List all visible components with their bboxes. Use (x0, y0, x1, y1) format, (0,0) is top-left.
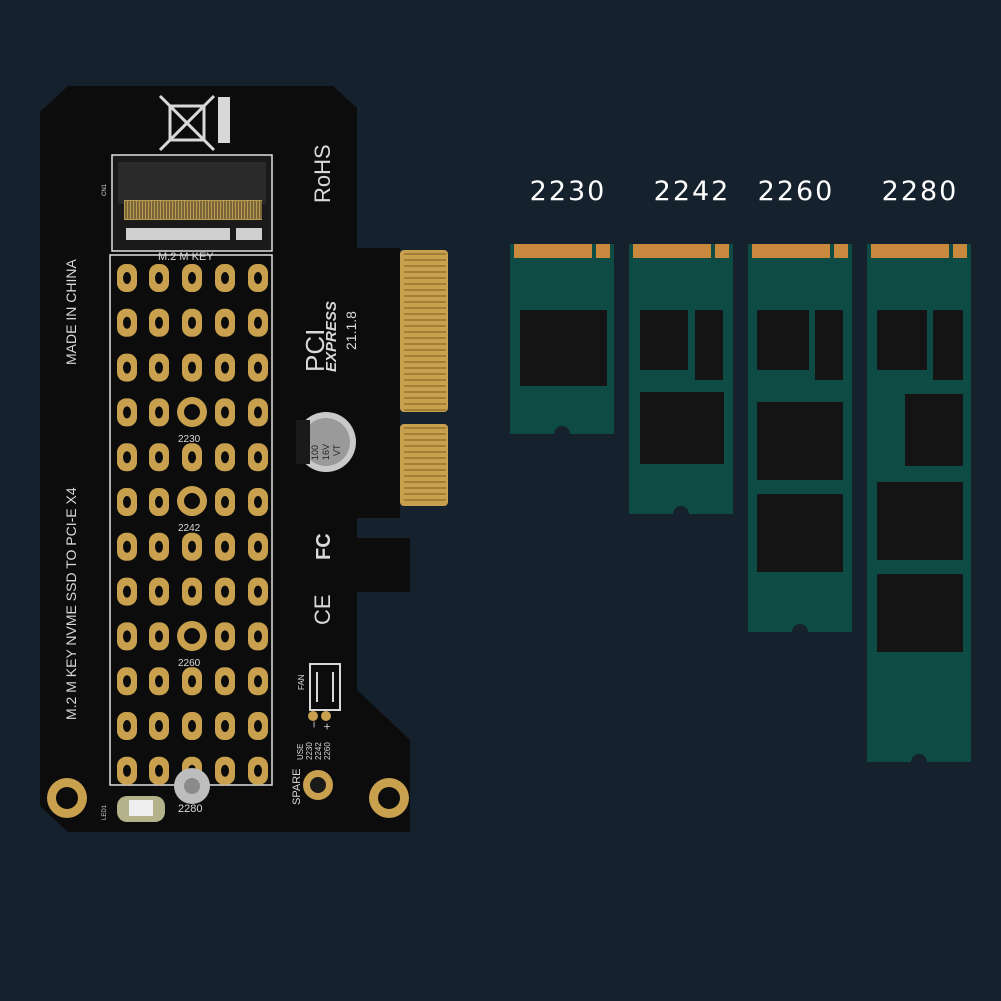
ssd-label-2242: 2242 (654, 176, 731, 207)
adapter-board: RoHS MADE IN CHINA M.2 M KEY NVME SSD TO… (40, 86, 448, 832)
ssd-chip (815, 310, 843, 380)
ssd-2280 (867, 244, 971, 770)
standoff-pad-grid (117, 264, 268, 785)
cap-voltage: 16V (321, 444, 331, 460)
weee-bin-icon (158, 94, 216, 152)
ssd-chip (695, 310, 723, 380)
use-2242: 2242 (314, 742, 323, 760)
capacitor (296, 412, 356, 472)
fan-header (309, 663, 341, 711)
rohs-mark: RoHS (310, 144, 335, 203)
ce-mark: CE (310, 594, 335, 625)
fan-plus: + (320, 723, 334, 730)
use-2230: 2230 (305, 742, 314, 760)
ssd-chip (640, 392, 724, 464)
cn-label: CN1 (102, 183, 108, 196)
ssd-2230 (510, 244, 614, 442)
ssd-chip (877, 482, 963, 560)
cap-value: 100 (310, 445, 320, 460)
led-label: LED1 (102, 804, 108, 820)
ssd-chip (520, 310, 607, 386)
ssd-label-2260: 2260 (758, 176, 835, 207)
pcie-edge-connector (400, 250, 448, 506)
ssd-chip (905, 394, 963, 466)
hole-label-2230: 2230 (178, 434, 201, 445)
ssd-label-2230: 2230 (530, 176, 607, 207)
spare-label: SPARE (291, 769, 303, 805)
product-label: M.2 M KEY NVME SSD TO PCI-E X4 (63, 487, 79, 720)
fan-label: FAN (297, 674, 306, 690)
fan-minus: − (307, 721, 321, 728)
made-in-label: MADE IN CHINA (63, 259, 79, 365)
hole-label-2242: 2242 (178, 523, 201, 534)
ssd-chip (877, 310, 927, 370)
ssd-size-comparison: 2230 2242 2260 2280 (510, 176, 971, 770)
ssd-2242 (629, 244, 733, 522)
pci-logo: PCI (300, 329, 330, 372)
cap-type: VT (332, 444, 342, 456)
use-label: USE (296, 744, 305, 760)
fcc-mark: FC (313, 533, 335, 560)
ssd-chip (757, 494, 843, 572)
ssd-2260 (748, 244, 852, 640)
slot-label: M.2 M KEY (158, 251, 214, 263)
ssd-chip (757, 402, 843, 480)
ssd-chip (640, 310, 688, 370)
hole-label-2280: 2280 (178, 803, 202, 815)
m2-slot-connector (111, 154, 273, 252)
date-code: 21.1.8 (343, 311, 359, 350)
hole-label-2260: 2260 (178, 658, 201, 669)
ssd-chip (757, 310, 809, 370)
express-logo: EXPRESS (323, 301, 340, 372)
ssd-chip (877, 574, 963, 652)
ssd-chip (933, 310, 963, 380)
ssd-label-2280: 2280 (882, 176, 959, 207)
use-2260: 2260 (323, 742, 332, 760)
